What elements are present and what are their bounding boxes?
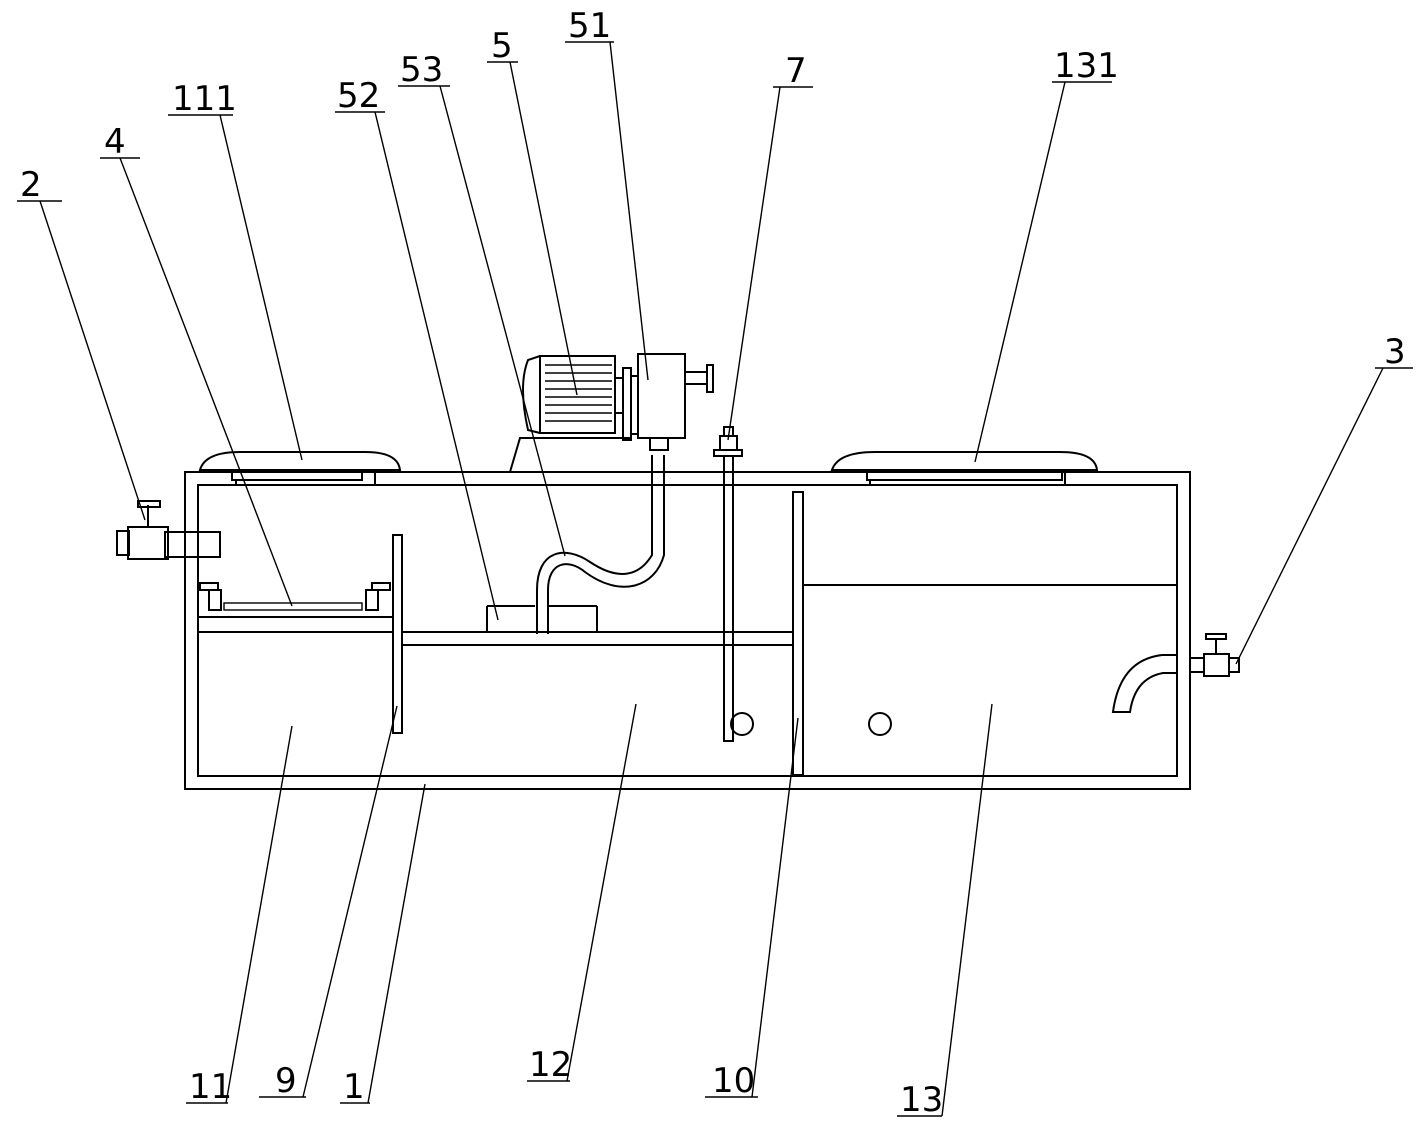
label-131: 131: [1054, 46, 1119, 86]
label-111: 111: [172, 79, 237, 119]
box-52: [486, 605, 598, 632]
filter-tray: [198, 582, 393, 633]
label-2: 2: [20, 165, 42, 205]
part-labels: 2 4 111 52 53 5 51 7 131 3 11 9 1 12 10 …: [20, 6, 1406, 1120]
leader-lines: [17, 41, 1413, 1117]
cover-right: [830, 451, 1099, 486]
label-5: 5: [491, 26, 513, 66]
label-3: 3: [1384, 332, 1406, 372]
label-12: 12: [529, 1045, 572, 1085]
inlet-valve: [116, 500, 221, 560]
motor-pump: [509, 353, 714, 473]
hole-left: [730, 712, 754, 736]
cover-left: [198, 451, 402, 486]
label-13: 13: [900, 1080, 943, 1120]
hole-right: [868, 712, 892, 736]
middle-plate: [402, 631, 793, 646]
label-7: 7: [785, 51, 807, 91]
sensor-7: [713, 426, 743, 742]
label-10: 10: [712, 1061, 755, 1101]
label-9: 9: [275, 1061, 297, 1101]
hose-53: [536, 455, 665, 634]
tank-body: [184, 471, 1191, 790]
outlet-valve: [1111, 633, 1240, 713]
label-4: 4: [104, 122, 126, 162]
partition-10: [792, 491, 804, 776]
label-53: 53: [400, 50, 443, 90]
label-52: 52: [337, 76, 380, 116]
label-51: 51: [568, 6, 611, 46]
partition-9: [392, 534, 403, 734]
label-11: 11: [189, 1067, 232, 1107]
label-1: 1: [343, 1067, 365, 1107]
